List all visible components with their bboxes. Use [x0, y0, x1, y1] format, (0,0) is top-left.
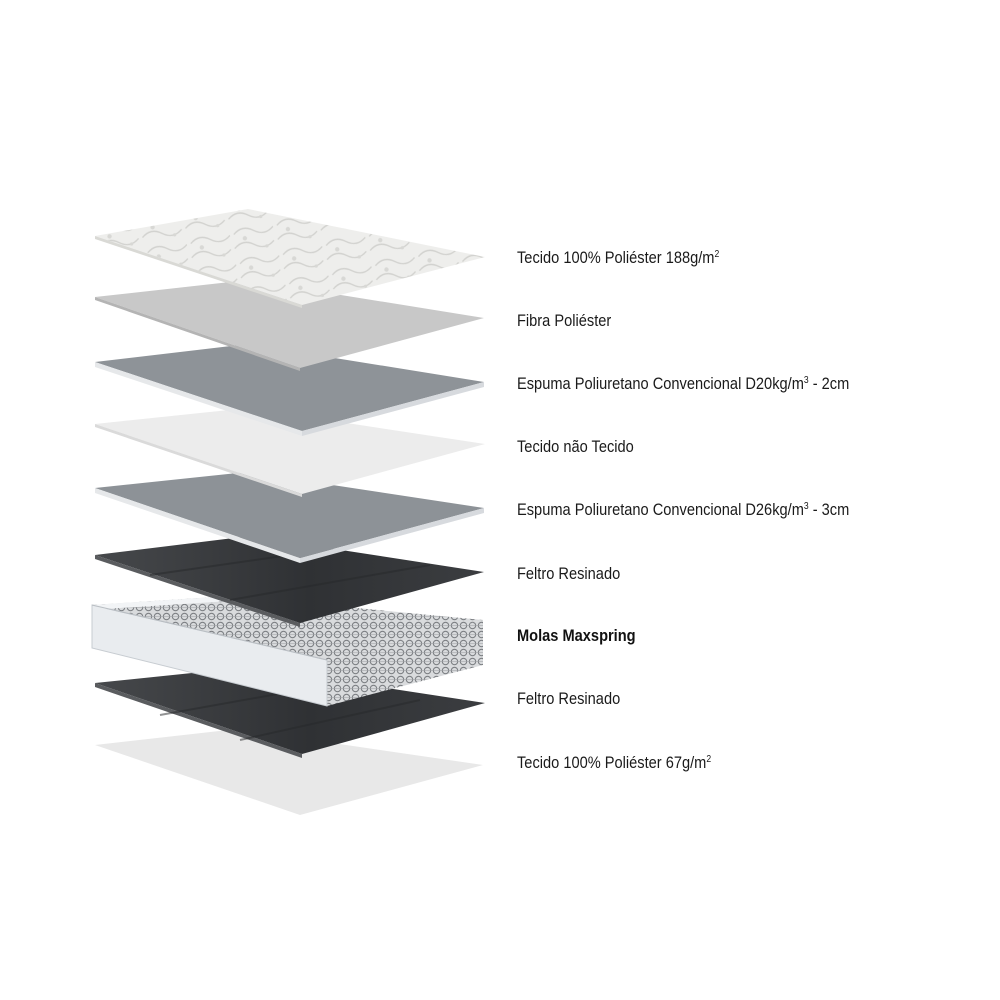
label-foam-d20: Espuma Poliuretano Convencional D20kg/m3… — [517, 374, 849, 394]
label-resin-felt-bottom: Feltro Resinado — [517, 689, 620, 709]
label-polyester-fiber: Fibra Poliéster — [517, 311, 611, 331]
layer-polyester-fiber — [95, 280, 484, 371]
label-resin-felt-top: Feltro Resinado — [517, 564, 620, 584]
label-superscript: 3 — [803, 375, 809, 386]
label-non-woven-fabric: Tecido não Tecido — [517, 437, 634, 457]
layer-bottom-fabric — [95, 729, 483, 815]
label-top-fabric: Tecido 100% Poliéster 188g/m2 — [517, 248, 719, 268]
label-text: Feltro Resinado — [517, 564, 621, 583]
label-tail: - 2cm — [808, 374, 850, 393]
label-text: Molas Maxspring — [517, 626, 636, 645]
label-superscript: 3 — [803, 501, 809, 512]
layer-non-woven-fabric — [95, 408, 485, 497]
label-text: Fibra Poliéster — [517, 311, 612, 330]
label-superscript: 2 — [706, 754, 712, 765]
label-text: Espuma Poliuretano Convencional D26kg/m — [517, 500, 804, 519]
label-text: Espuma Poliuretano Convencional D20kg/m — [517, 374, 804, 393]
layer-top-fabric — [95, 209, 485, 308]
label-foam-d26: Espuma Poliuretano Convencional D26kg/m3… — [517, 500, 849, 520]
label-tail: - 3cm — [808, 500, 850, 519]
label-text: Tecido não Tecido — [517, 437, 634, 456]
label-text: Feltro Resinado — [517, 689, 621, 708]
layer-foam-d20 — [95, 344, 484, 436]
label-bottom-fabric: Tecido 100% Poliéster 67g/m2 — [517, 753, 711, 773]
label-text: Tecido 100% Poliéster 188g/m — [517, 248, 715, 267]
label-superscript: 2 — [714, 249, 720, 260]
layer-foam-d26 — [95, 472, 484, 563]
layer-maxspring-springs — [91, 596, 483, 707]
label-text: Tecido 100% Poliéster 67g/m — [517, 753, 707, 772]
label-maxspring-springs: Molas Maxspring — [517, 626, 636, 646]
layer-resin-felt-top — [95, 536, 484, 627]
